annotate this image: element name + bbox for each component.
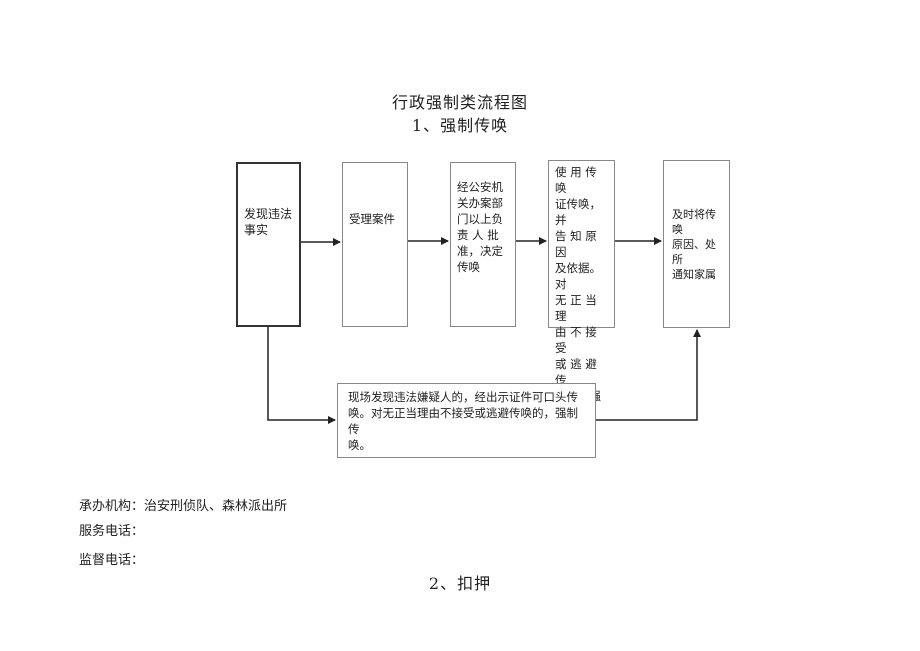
section-1-title: 1、强制传唤	[411, 116, 509, 135]
step-summon: 使 用 传 唤 证传唤，并 告 知 原 因 及依据。对 无 正 当 理 由 不 …	[548, 160, 615, 435]
step-notify-family: 及时将传唤 原因、处所 通知家属	[663, 160, 730, 328]
step-onsite-summon: 现场发现违法嫌疑人的，经出示证件可口头传 唤。对无正当理由不接受或逃避传唤的，强…	[337, 383, 596, 458]
organization-info: 承办机构：治安刑侦队、森林派出所	[79, 499, 288, 514]
service-phone: 服务电话：	[79, 524, 145, 539]
arrow-onsite-to-notify	[596, 329, 701, 421]
document-title: 行政强制类流程图	[391, 93, 528, 112]
section-2-title: 2、扣押	[428, 574, 492, 593]
arrow-discover-to-onsite	[267, 327, 336, 424]
step-approval: 经公安机 关办案部 门以上负 责 人 批 准，决定 传唤	[450, 162, 516, 327]
step-discover-violation: 发现违法 事实	[236, 162, 301, 327]
supervision-phone: 监督电话：	[79, 553, 145, 568]
step-accept-case: 受理案件	[342, 162, 408, 327]
